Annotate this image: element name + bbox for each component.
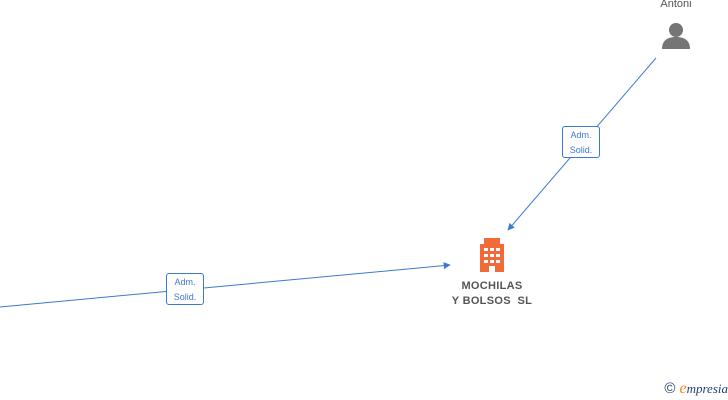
edge-label-line1: Adm.: [174, 277, 196, 287]
brand-initial: e: [679, 380, 687, 397]
edge-label-person-company: Adm. Solid.: [562, 126, 600, 158]
person-name-label[interactable]: Antoni: [660, 0, 692, 10]
company-name-line2: Y BOLSOS SL: [451, 295, 533, 307]
edge-label-line2: Solid.: [569, 145, 593, 155]
person-icon[interactable]: [662, 23, 690, 49]
company-name-label[interactable]: MOCHILAS Y BOLSOS SL: [430, 279, 554, 309]
brand-watermark: ©empresia: [664, 380, 728, 398]
edge-label-line2: Solid.: [173, 292, 197, 302]
company-name-line1: MOCHILAS: [461, 280, 523, 292]
copyright-symbol: ©: [664, 380, 676, 397]
edge-label-left-company: Adm. Solid.: [166, 273, 204, 305]
brand-name: mpresia: [686, 381, 728, 396]
edge-label-line1: Adm.: [570, 130, 592, 140]
edge-left-to-company: [0, 262, 451, 308]
building-icon[interactable]: [480, 238, 504, 272]
